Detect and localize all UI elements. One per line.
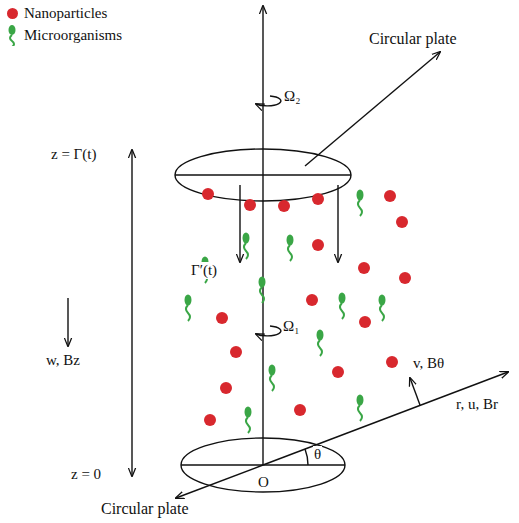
microorganism-head [357,395,364,406]
boundary-label: z = 0 [70,466,102,483]
nanoparticle [386,356,398,368]
microorganism-tail [318,340,322,356]
nanoparticle [396,216,408,228]
legend: NanoparticlesMicroorganisms [4,2,122,46]
nanoparticle [332,366,344,378]
nanoparticle [216,312,228,324]
microorganism [185,295,192,322]
nanoparticle [202,188,214,200]
azimuthal-label: v, Bθ [412,355,445,372]
microorganism [379,295,386,322]
microorganism-head [243,233,250,244]
plate-label: Circular plate [100,500,190,518]
microorganism-tail [340,303,344,319]
particles [202,188,411,426]
boundary-label: z = Γ(t) [50,146,97,163]
microorganism [269,365,276,392]
nanoparticle [278,200,290,212]
microorganism-head [287,235,294,246]
nanoparticle [312,193,324,205]
nanoparticle [220,382,232,394]
legend-entry: Microorganisms [4,24,122,46]
nanoparticle [359,316,371,328]
legend-microbe-icon [4,24,18,46]
plate-label: Circular plate [368,30,458,48]
microorganism [317,330,324,357]
nanoparticle [312,239,324,251]
rotation-arrow [256,326,281,336]
microorganism-head [339,293,346,304]
r-axis [263,372,508,465]
w-arrow [67,298,68,346]
microorganism-head [245,407,252,418]
nanoparticle [399,272,411,284]
leader-arrow [176,465,263,498]
microorganism [245,407,252,434]
legend-text: Microorganisms [24,27,122,44]
microorganism-tail [270,375,274,391]
leader-arrow [305,52,440,166]
microorganism-head [185,295,192,306]
microbes [185,190,386,434]
omega-label: Ω₁ [282,318,300,335]
nanoparticle [384,190,396,202]
microorganism [339,293,346,320]
legend-text: Nanoparticles [24,5,107,22]
microorganism [259,277,266,304]
axial-label: w, Bz [45,352,81,369]
rotation-arrow [256,96,281,106]
microorganism-tail [358,200,362,216]
microorganism [287,235,294,262]
nanoparticle [306,294,318,306]
microorganism-head [269,365,276,376]
radial-label: r, u, Br [455,396,499,413]
microorganism-head [317,330,324,341]
nanoparticle [204,414,216,426]
velocity-label: Γ′(t) [190,262,218,279]
nanoparticle [358,262,370,274]
gap-arrow [131,150,132,476]
top-plate [175,149,351,201]
v-arrow [410,378,420,405]
omega-label: Ω₂ [283,88,301,105]
nanoparticle [244,199,256,211]
z-axis [262,6,263,465]
theta-arc [305,449,308,465]
microorganism-tail [380,305,384,321]
nanoparticle [294,404,306,416]
microorganism-tail [186,305,190,321]
motion-arrow [239,185,240,262]
legend-swatch [7,8,18,19]
microorganism-head [379,295,386,306]
legend-entry: Nanoparticles [4,2,122,24]
motion-arrow [337,185,338,262]
microorganism [357,190,364,217]
microorganism-head [259,277,266,288]
microorganism-head [357,190,364,201]
microorganism-tail [358,405,362,421]
nanoparticle [230,346,242,358]
angle-label: θ [313,446,322,463]
microorganism-tail [288,245,292,261]
microorganism [357,395,364,422]
top-plate-diameter [175,174,351,175]
origin-label: O [257,474,270,491]
microorganism-tail [246,417,250,433]
microorganism-tail [260,287,264,303]
microorganism [243,233,250,260]
microorganism-tail [244,243,248,259]
